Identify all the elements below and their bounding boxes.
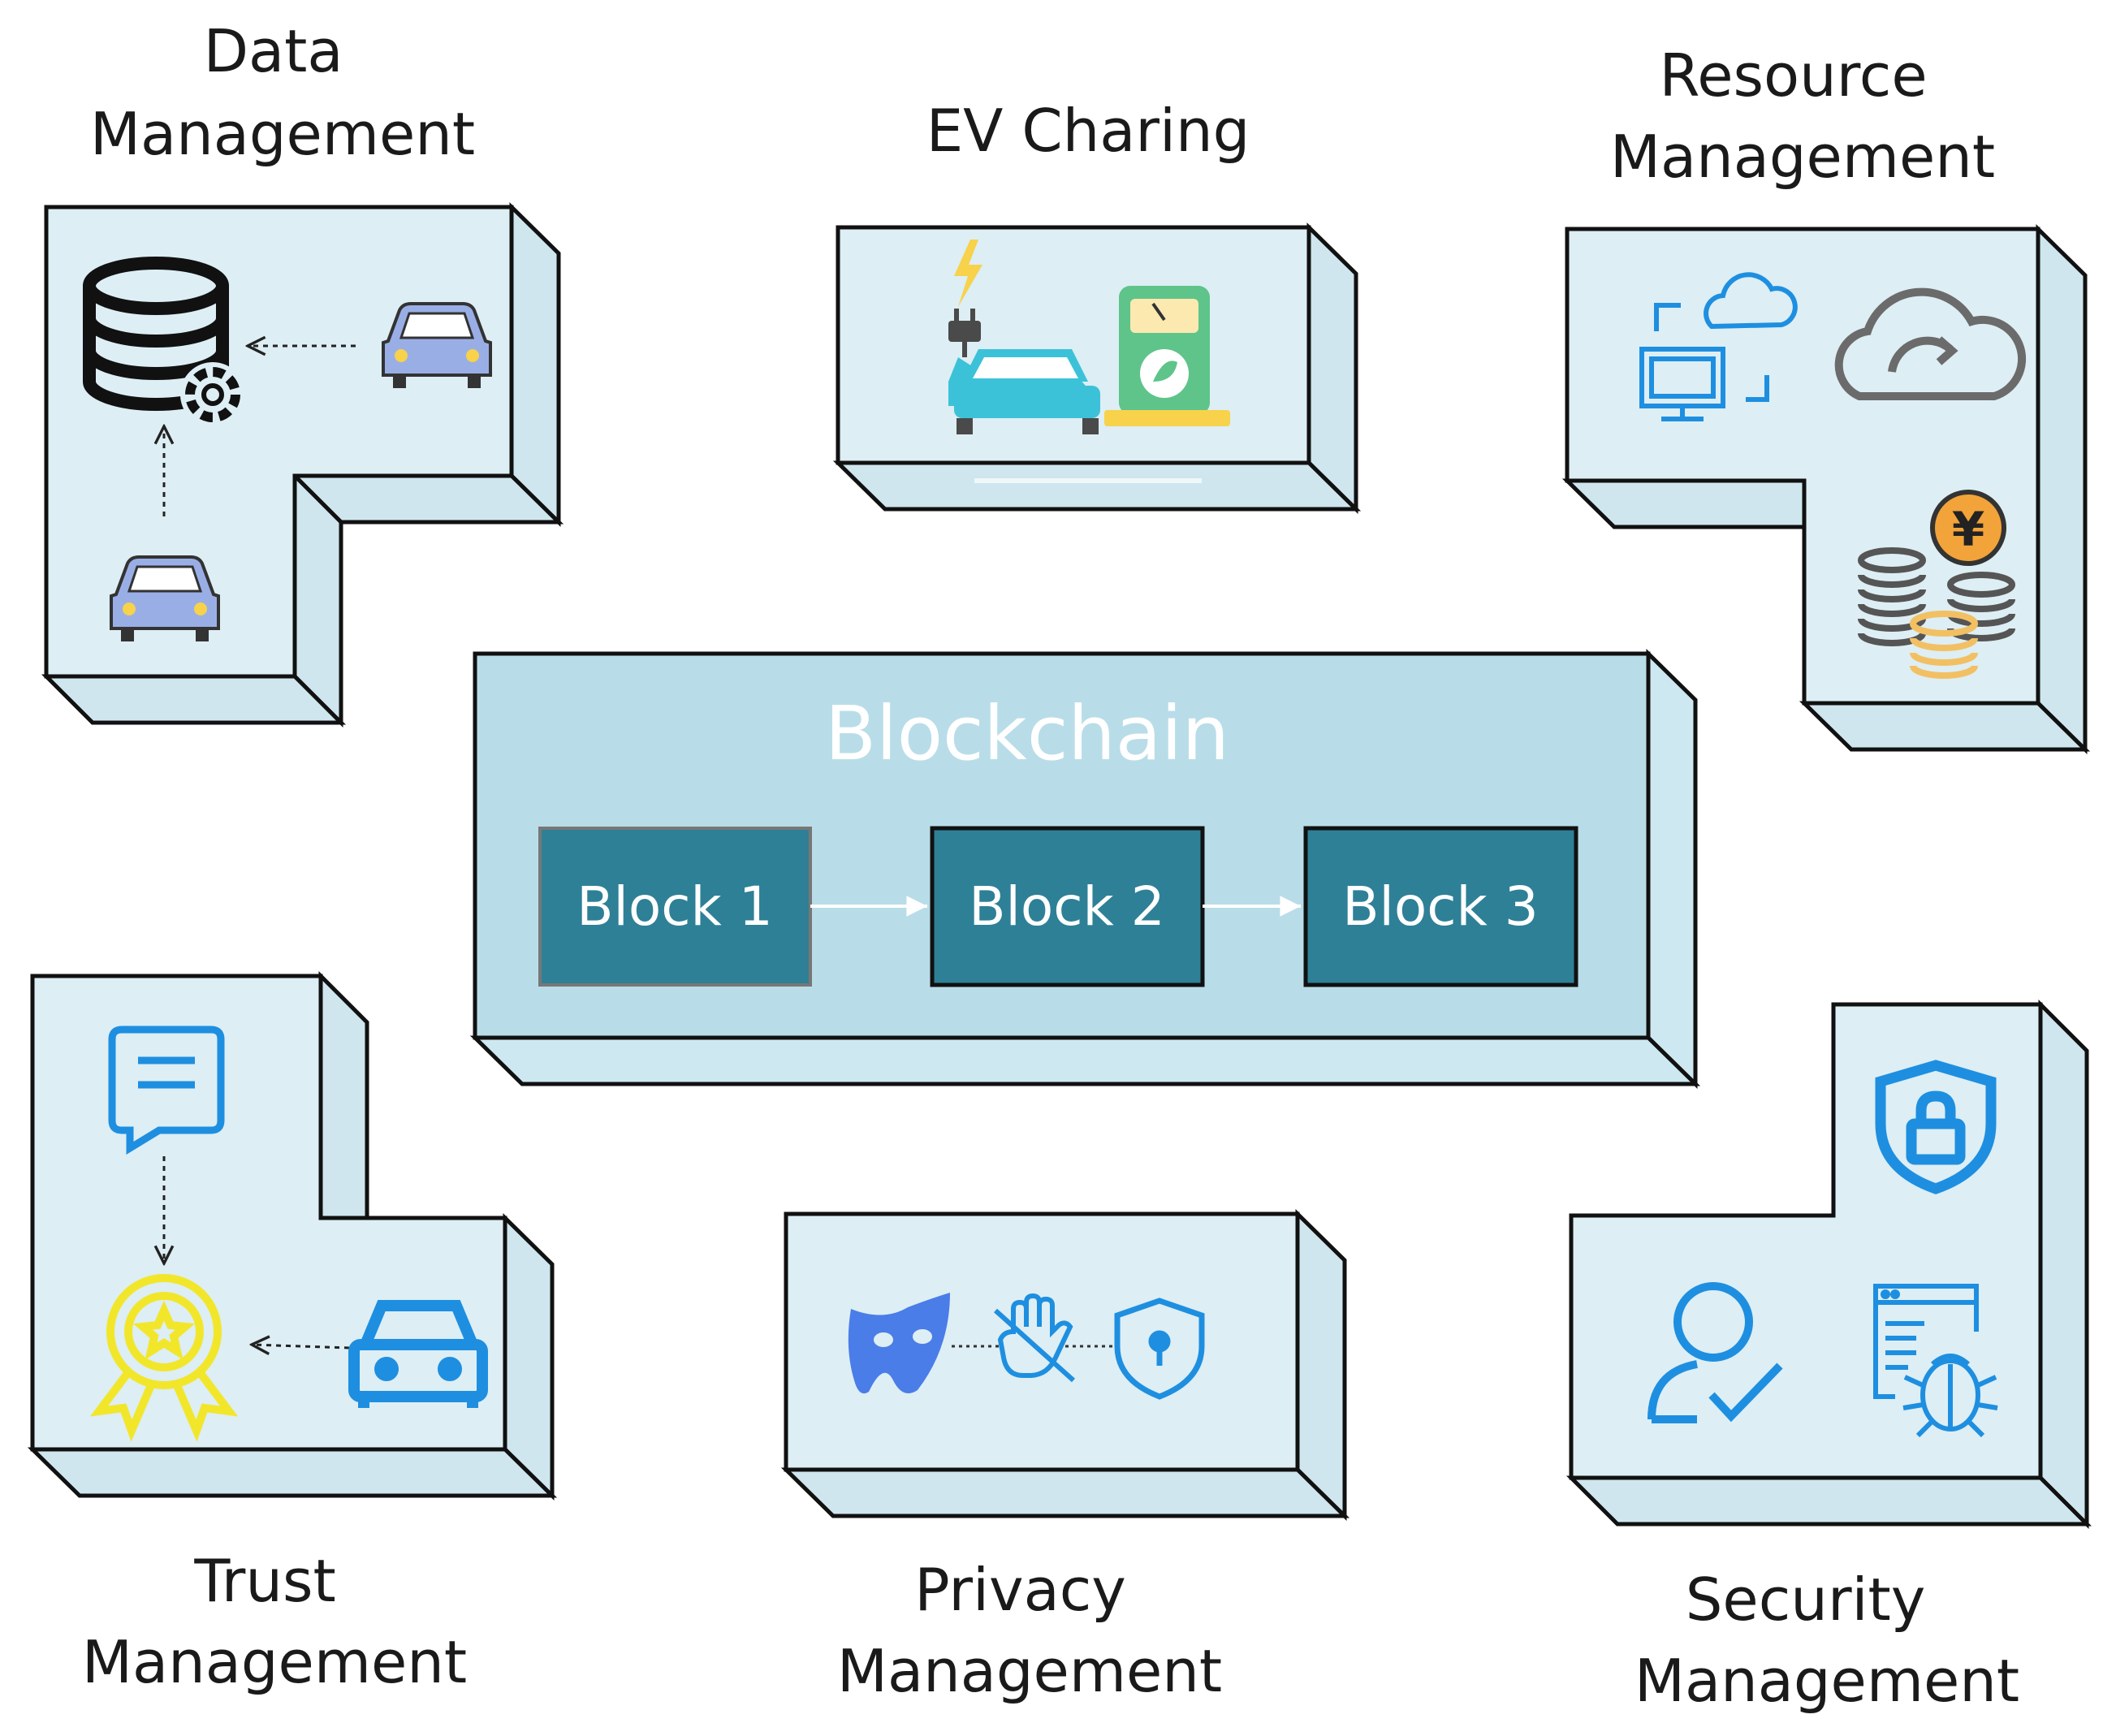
label-line: Privacy <box>914 1556 1126 1624</box>
shield-lock-icon <box>1875 1060 1997 1194</box>
block: Block 1 <box>538 827 812 987</box>
security-management-label: Security Management <box>1635 1565 2019 1715</box>
ev-charging-panel <box>832 222 1362 514</box>
label-line: Resource <box>1659 41 1927 110</box>
label-line: Management <box>837 1637 1222 1705</box>
privacy-management-panel <box>780 1209 1350 1521</box>
car-icon <box>110 555 220 641</box>
label-line: Management <box>1610 123 1995 191</box>
block-label: Block 1 <box>577 875 772 938</box>
label-line: Management <box>1635 1647 2019 1715</box>
no-hand-icon <box>993 1293 1076 1383</box>
blockchain-title: Blockchain <box>825 690 1229 777</box>
database-gear-icon <box>83 257 245 427</box>
label-line: Trust <box>193 1547 335 1615</box>
data-management-panel <box>41 202 564 728</box>
label-line: EV Charing <box>926 97 1250 165</box>
trust-management-label: Trust Management <box>82 1547 467 1696</box>
privacy-management-label: Privacy Management <box>837 1556 1222 1705</box>
mask-icon <box>848 1293 950 1394</box>
car-icon <box>382 302 492 388</box>
block-label: Block 2 <box>969 875 1164 938</box>
message-icon <box>108 1026 225 1155</box>
label-line: Management <box>82 1628 467 1696</box>
ev-charging-station-icon <box>948 240 1230 483</box>
car-icon <box>348 1300 488 1408</box>
data-management-label: Data Management <box>90 17 475 168</box>
ev-charging-label: EV Charing <box>926 97 1250 165</box>
resource-management-label: Resource Management <box>1610 41 1995 191</box>
security-management-panel <box>1565 999 2092 1530</box>
computer-cloud-icon <box>1639 272 1798 421</box>
award-badge-icon <box>89 1274 239 1442</box>
bug-report-icon <box>1873 1284 1998 1438</box>
trust-management-panel <box>27 970 558 1501</box>
block: Block 3 <box>1303 826 1578 987</box>
blockchain-panel: Blockchain Block 1 Block 2 Block 3 <box>469 649 1701 1089</box>
user-check-icon <box>1647 1282 1783 1423</box>
yen-symbol: ¥ <box>1952 502 1984 557</box>
cloud-sync-icon <box>1834 287 2027 400</box>
label-line: Data <box>204 17 343 85</box>
flow-arrow <box>252 1345 350 1348</box>
coins-yen-icon: ¥ <box>1858 490 2015 679</box>
label-line: Management <box>90 100 475 168</box>
block-label: Block 3 <box>1342 875 1538 938</box>
block: Block 2 <box>930 826 1205 987</box>
label-line: Security <box>1686 1565 1926 1634</box>
shield-keyhole-icon <box>1114 1298 1205 1400</box>
resource-management-panel: ¥ <box>1561 224 2091 754</box>
